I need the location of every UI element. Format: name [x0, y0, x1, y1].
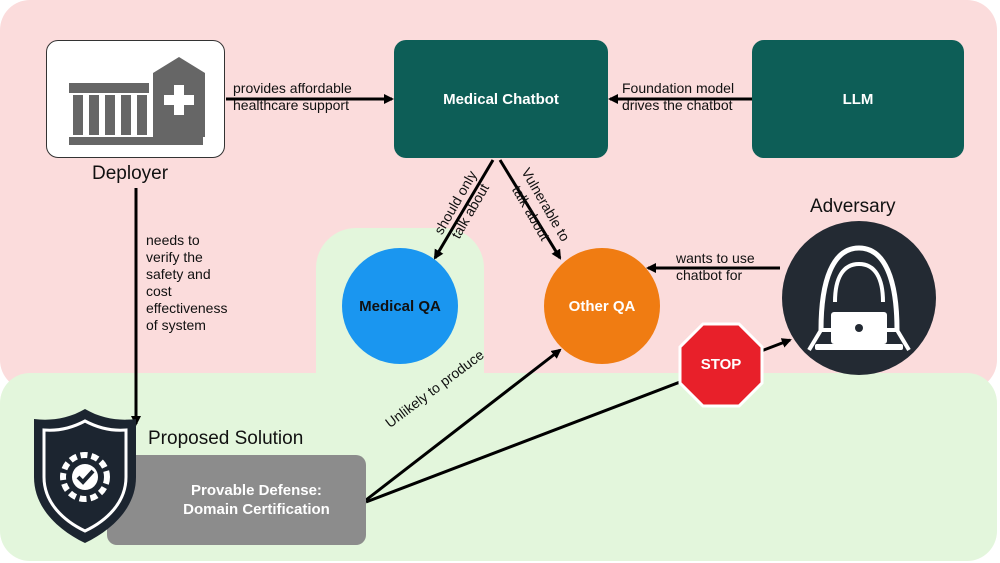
shield-gear-icon	[34, 409, 136, 543]
proposed-solution-label: Proposed Solution	[148, 428, 304, 449]
defense-line1: Provable Defense:	[191, 482, 322, 499]
edge-label-llm-chatbot: Foundation model drives the chatbot	[622, 80, 735, 113]
arrow-chatbot-medicalqa	[433, 159, 495, 260]
hacker-icon	[782, 221, 936, 375]
adversary-label: Adversary	[810, 196, 896, 217]
medical-qa-label: Medical QA	[359, 297, 441, 315]
medical-qa-node: Medical QA	[342, 248, 458, 364]
edge-label-verify: needs to verify the safety and cost effe…	[146, 232, 228, 333]
arrow-solution-otherqa	[365, 348, 562, 502]
stop-sign-icon	[678, 322, 764, 408]
hospital-icon	[69, 57, 205, 145]
edge-label-adversary: wants to use chatbot for	[676, 250, 755, 283]
defense-box: Provable Defense: Domain Certification	[107, 455, 366, 545]
edge-label-deployer-chatbot: provides affordable healthcare support	[233, 80, 352, 113]
other-qa-node: Other QA	[544, 248, 660, 364]
llm-node: LLM	[752, 40, 964, 158]
stop-label: STOP	[700, 356, 742, 373]
medical-chatbot-node: Medical Chatbot	[394, 40, 608, 158]
deployer-label: Deployer	[92, 163, 169, 184]
arrow-chatbot-otherqa	[498, 159, 562, 260]
other-qa-label: Other QA	[568, 297, 636, 315]
deployer-node	[46, 40, 225, 158]
llm-label: LLM	[842, 90, 874, 108]
medical-chatbot-label: Medical Chatbot	[443, 90, 559, 108]
defense-line2: Domain Certification	[183, 501, 330, 518]
